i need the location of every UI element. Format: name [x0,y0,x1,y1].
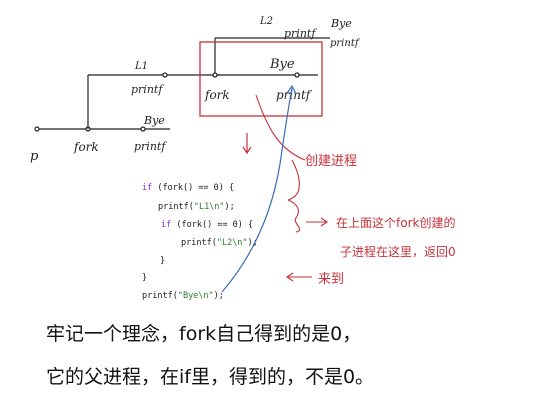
red-down-arrow-head [242,146,252,155]
code-line-7: printf("Bye\n"); [142,291,224,301]
child-printf-node [294,72,300,78]
note-line-2: 它的父进程，在if里，得到的，不是0。 [46,366,374,388]
annotation-come-here: 来到 [318,272,344,287]
code-line-4: printf("L2\n"); [181,238,258,248]
label-l2: L2 [259,16,273,27]
label-l1-printf: printf [131,83,164,96]
code-line-1: if (fork() == 0) { [142,183,234,193]
blue-arrow [221,84,297,293]
code-line-5: } [160,256,165,266]
label-l2-bye: Bye [330,17,352,30]
child-process-box [199,41,323,117]
code-line-6: } [142,273,147,283]
box-bye-label: Bye [269,57,295,72]
box-printf-label: printf [276,88,313,102]
red-brace-link [287,159,300,201]
annotation-create-process: 创建进程 [305,154,357,169]
blue-arrow-curve [221,87,293,293]
label-l1: L1 [134,61,148,72]
label-printf: printf [134,140,167,153]
red-right-arrow [306,217,328,227]
label-l2-bye-printf: printf [330,38,361,49]
annotation-child-created: 在上面这个fork创建的 [336,215,455,230]
red-left-arrow [286,272,312,282]
label-p: p [30,149,39,164]
red-brace [287,199,301,233]
note-line-1: 牢记一个理念，fork自己得到的是0， [46,322,361,345]
box-fork-label: fork [204,88,230,102]
label-bye: Bye [143,114,165,127]
red-down-arrow [242,133,252,155]
code-block: if (fork() == 0) { printf("L1\n"); if (f… [142,183,258,301]
child-fork-node [212,72,218,78]
label-fork: fork [73,140,99,154]
blue-arrow-head [286,84,297,95]
parent-timeline [34,37,330,132]
timeline-printf-node [140,126,146,132]
red-right-arrow-head [320,217,328,227]
code-line-3: if (fork() == 0) { [161,220,253,230]
branch-l1-node [162,72,168,78]
annotation-child-here: 子进程在这里，返回0 [340,244,456,259]
red-left-arrow-head [286,272,294,282]
red-curve-to-create [255,94,306,161]
timeline-start-node [34,126,40,132]
label-l2-printf: printf [284,27,317,40]
code-line-2: printf("L1\n"); [158,202,235,212]
